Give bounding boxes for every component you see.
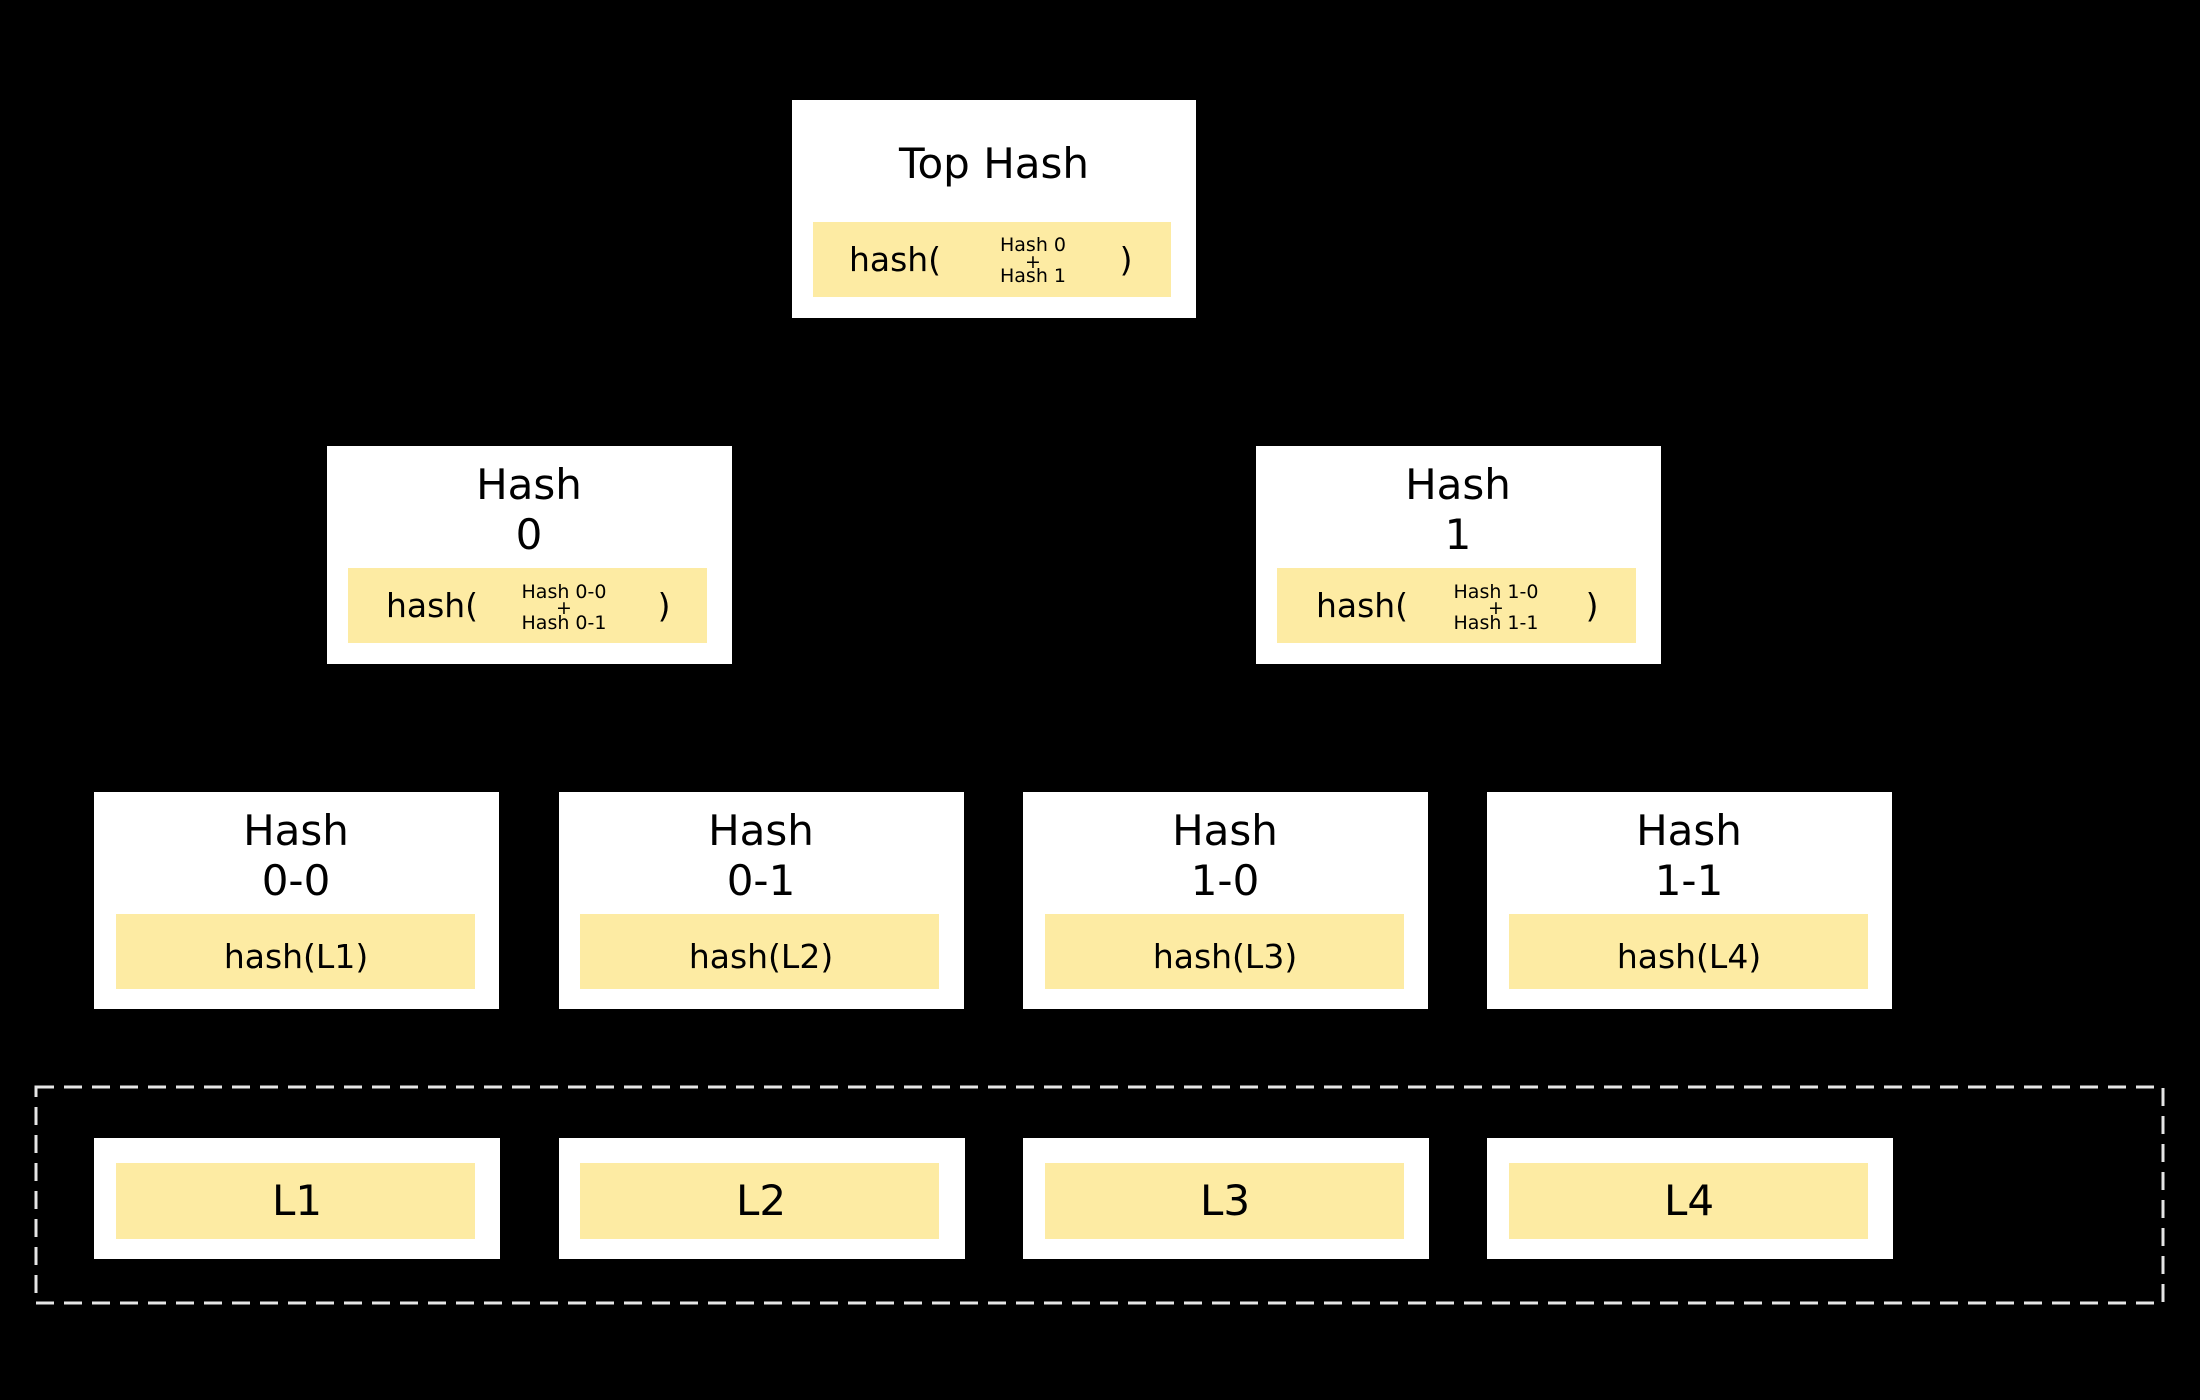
node-title-line1: Hash	[1636, 806, 1742, 855]
arrowhead-top-right	[1135, 318, 1151, 328]
node-hash-0-0: Hash 0-0 hash(L1)	[94, 792, 499, 1009]
node-hash-0-1: Hash 0-1 hash(L2)	[559, 792, 964, 1009]
node-title-line2: 1-0	[1191, 856, 1260, 905]
arrowhead-hash1-left	[1350, 663, 1370, 672]
formula-plus: +	[1025, 251, 1041, 273]
formula-arg-a: Hash 1-0	[1454, 581, 1539, 603]
arrowhead-hash0-left	[422, 663, 442, 672]
formula-close: )	[1120, 240, 1133, 279]
leaf-l4: L4	[1487, 1138, 1893, 1259]
node-title-line1: Hash	[476, 460, 582, 509]
formula-close: )	[1586, 586, 1599, 625]
formula: hash(L2)	[689, 937, 833, 976]
node-title-line2: 0-0	[262, 856, 331, 905]
node-title-line1: Hash	[243, 806, 349, 855]
leaf-fill	[116, 1163, 475, 1239]
formula-arg-b: Hash 1	[1000, 265, 1066, 287]
formula-box	[1509, 914, 1868, 989]
leaf-fill	[1509, 1163, 1868, 1239]
arrowhead-hash1-right	[1548, 663, 1568, 672]
leaf-fill	[1045, 1163, 1404, 1239]
arrowhead-hash0-right	[620, 663, 640, 672]
formula-arg-a: Hash 0-0	[522, 581, 607, 603]
formula-open: hash(	[1316, 586, 1408, 625]
leaf-l1: L1	[94, 1138, 500, 1259]
formula-plus: +	[1488, 597, 1504, 619]
edge-top-to-hash0	[719, 317, 849, 448]
edges	[295, 317, 1692, 1138]
leaf-label: L1	[272, 1176, 322, 1225]
data-blocks-frame	[34, 1085, 2165, 1305]
formula-close: )	[658, 586, 671, 625]
node-title-line2: 0-1	[727, 856, 796, 905]
node-title-line2: 0	[516, 510, 543, 559]
formula-arg-b: Hash 1-1	[1454, 612, 1539, 634]
node-title-line1: Hash	[1405, 460, 1511, 509]
node-title-line2: 1	[1445, 510, 1472, 559]
leaf-l2: L2	[559, 1138, 965, 1259]
node-hash-0: Hash 0 hash( Hash 0-0 + Hash 0-1 )	[327, 446, 732, 664]
leaf-l3: L3	[1023, 1138, 1429, 1259]
node-title-line1: Hash	[708, 806, 814, 855]
edge-hash1-to-hash10	[1257, 662, 1361, 794]
node-hash-1-0: Hash 1-0 hash(L3)	[1023, 792, 1428, 1009]
node-top-hash: Top Hash hash( Hash 0 + Hash 1 )	[792, 100, 1196, 318]
edge-top-to-hash1	[1142, 317, 1272, 448]
edge-hash1-to-hash11	[1557, 662, 1666, 794]
leaf-label: L2	[736, 1176, 786, 1225]
formula-arg-b: Hash 0-1	[522, 612, 607, 634]
formula-open: hash(	[849, 240, 941, 279]
formula-box	[1045, 914, 1404, 989]
edge-hash0-to-hash00	[329, 662, 433, 794]
formula-plus: +	[556, 597, 572, 619]
arrowhead-top-left	[840, 318, 856, 328]
leaf-label: L3	[1200, 1176, 1250, 1225]
formula: hash(L4)	[1617, 937, 1761, 976]
edge-hash0-to-hash01	[629, 662, 736, 794]
formula: hash(L3)	[1153, 937, 1297, 976]
formula-box	[116, 914, 475, 989]
node-title: Top Hash	[898, 139, 1089, 188]
formula-open: hash(	[386, 586, 478, 625]
node-hash-1: Hash 1 hash( Hash 1-0 + Hash 1-1 )	[1256, 446, 1661, 664]
formula: hash(L1)	[224, 937, 368, 976]
leaf-fill	[580, 1163, 939, 1239]
leaf-label: L4	[1664, 1176, 1714, 1225]
formula-arg-a: Hash 0	[1000, 234, 1066, 256]
formula-box	[348, 568, 707, 643]
formula-box	[1277, 568, 1636, 643]
formula-box	[580, 914, 939, 989]
node-hash-1-1: Hash 1-1 hash(L4)	[1487, 792, 1892, 1009]
node-title-line2: 1-1	[1655, 856, 1724, 905]
formula-box	[813, 222, 1171, 297]
node-title-line1: Hash	[1172, 806, 1278, 855]
